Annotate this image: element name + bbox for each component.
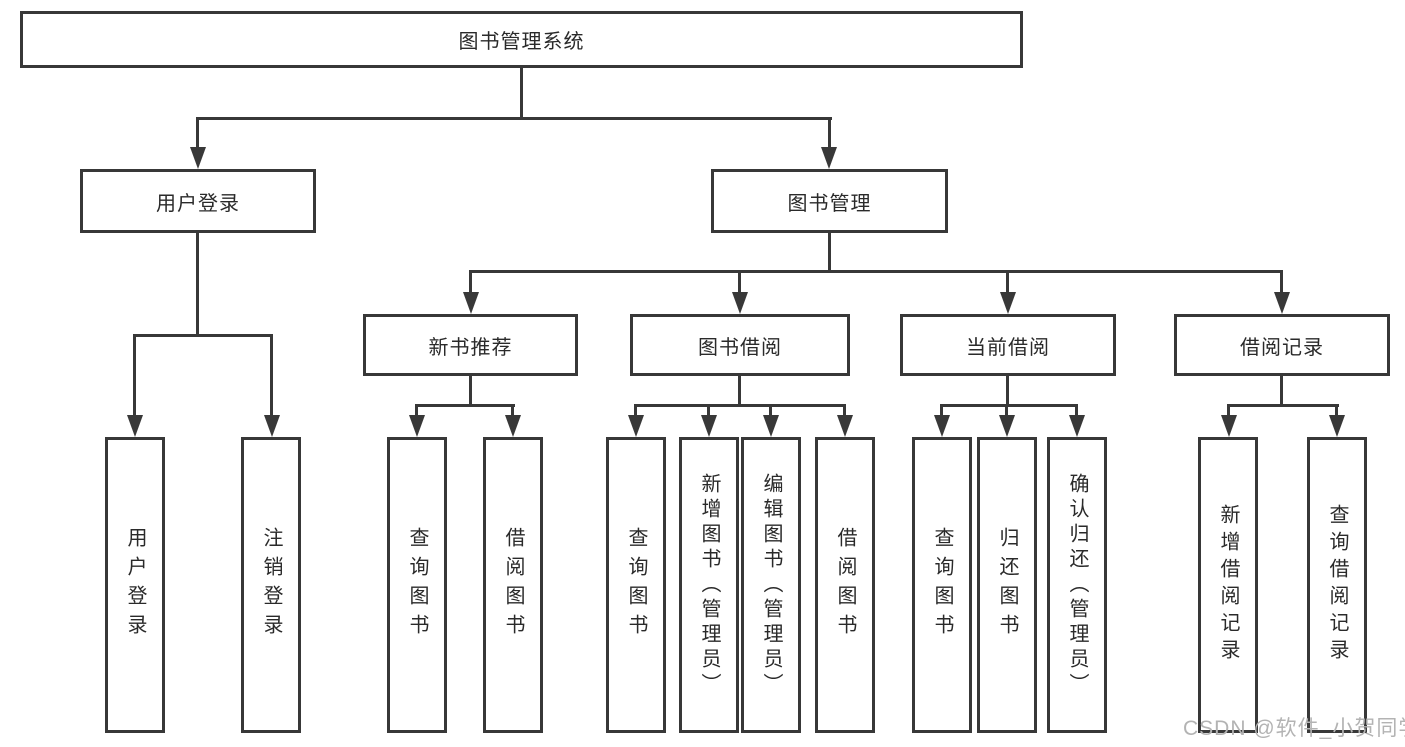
node-leaf-logout: 注销登录 bbox=[241, 437, 301, 733]
arrow-down-icon bbox=[463, 292, 479, 314]
arrow-down-icon bbox=[1000, 292, 1016, 314]
arrow-down-icon bbox=[409, 415, 425, 437]
connector-leaf-stem bbox=[769, 404, 772, 418]
node-leaf-cb-return-books-label: 归还图书 bbox=[996, 527, 1018, 643]
arrow-down-icon bbox=[190, 147, 206, 169]
node-leaf-cb-return-books: 归还图书 bbox=[977, 437, 1037, 733]
connector-leaf-stem bbox=[1005, 404, 1008, 418]
connector-leaf-stem bbox=[1335, 404, 1338, 418]
node-current-borrowing-label: 当前借阅 bbox=[966, 336, 1050, 359]
node-leaf-rec-borrow-books: 借阅图书 bbox=[483, 437, 543, 733]
node-leaf-bb-query-books-label: 查询图书 bbox=[625, 527, 647, 643]
csdn-watermark: CSDN @软件_小贺同学 bbox=[1183, 717, 1405, 740]
node-new-book-recommend: 新书推荐 bbox=[363, 314, 578, 376]
connector-leaf-stem bbox=[1075, 404, 1078, 418]
connector-level3-stem bbox=[469, 270, 472, 296]
node-book-borrowing: 图书借阅 bbox=[630, 314, 850, 376]
connector-recommend-bar bbox=[415, 404, 515, 407]
node-borrowing-records: 借阅记录 bbox=[1174, 314, 1390, 376]
node-leaf-bb-borrow-books: 借阅图书 bbox=[815, 437, 875, 733]
arrow-down-icon bbox=[837, 415, 853, 437]
arrow-down-icon bbox=[701, 415, 717, 437]
node-leaf-rec-query-books-label: 查询图书 bbox=[406, 527, 428, 643]
connector-user-login-down bbox=[196, 233, 199, 337]
node-borrowing-records-label: 借阅记录 bbox=[1240, 336, 1324, 359]
connector-current-down bbox=[1006, 376, 1009, 407]
node-book-borrowing-label: 图书借阅 bbox=[698, 336, 782, 359]
node-leaf-cb-confirm-return: 确认归还（管理员） bbox=[1047, 437, 1107, 733]
node-user-login-label: 用户登录 bbox=[156, 192, 240, 215]
arrow-down-icon bbox=[1069, 415, 1085, 437]
arrow-down-icon bbox=[1221, 415, 1237, 437]
node-new-book-recommend-label: 新书推荐 bbox=[428, 336, 513, 359]
connector-level2-bar bbox=[196, 117, 832, 120]
node-leaf-cb-query-books: 查询图书 bbox=[912, 437, 972, 733]
connector-records-bar bbox=[1227, 404, 1339, 407]
node-leaf-br-add-record: 新增借阅记录 bbox=[1198, 437, 1258, 733]
arrow-down-icon bbox=[934, 415, 950, 437]
connector-leaf-stem bbox=[940, 404, 943, 418]
connector-leaf-stem bbox=[707, 404, 710, 418]
node-leaf-bb-edit-books: 编辑图书（管理员） bbox=[741, 437, 801, 733]
connector-level3-stem bbox=[1280, 270, 1283, 296]
connector-level3-stem bbox=[738, 270, 741, 296]
connector-level3-bar bbox=[469, 270, 1283, 273]
arrow-down-icon bbox=[763, 415, 779, 437]
connector-book-mgmt-stem bbox=[828, 117, 831, 149]
node-leaf-br-add-record-label: 新增借阅记录 bbox=[1217, 504, 1239, 666]
connector-leaf-stem bbox=[634, 404, 637, 418]
node-leaf-logout-label: 注销登录 bbox=[260, 527, 282, 643]
node-leaf-cb-query-books-label: 查询图书 bbox=[931, 527, 953, 643]
arrow-down-icon bbox=[127, 415, 143, 437]
node-leaf-user-login: 用户登录 bbox=[105, 437, 165, 733]
arrow-down-icon bbox=[732, 292, 748, 314]
connector-leaf-stem bbox=[1227, 404, 1230, 418]
connector-user-login-bar bbox=[133, 334, 273, 337]
arrow-down-icon bbox=[628, 415, 644, 437]
node-book-management-label: 图书管理 bbox=[787, 192, 872, 215]
node-book-management: 图书管理 bbox=[711, 169, 948, 233]
node-leaf-rec-query-books: 查询图书 bbox=[387, 437, 447, 733]
node-current-borrowing: 当前借阅 bbox=[900, 314, 1116, 376]
connector-borrowing-down bbox=[738, 376, 741, 407]
arrow-down-icon bbox=[1274, 292, 1290, 314]
connector-current-bar bbox=[940, 404, 1078, 407]
node-leaf-bb-edit-books-label: 编辑图书（管理员） bbox=[760, 472, 782, 698]
connector-user-login-stem bbox=[196, 117, 199, 149]
node-leaf-bb-add-books-label: 新增图书（管理员） bbox=[698, 472, 720, 698]
connector-root-stem bbox=[520, 66, 523, 118]
node-leaf-cb-confirm-return-label: 确认归还（管理员） bbox=[1066, 472, 1088, 698]
node-leaf-br-query-record-label: 查询借阅记录 bbox=[1326, 504, 1348, 666]
connector-leaf-stem bbox=[511, 404, 514, 418]
connector-recommend-down bbox=[469, 376, 472, 407]
connector-level3-stem bbox=[1006, 270, 1009, 296]
node-root-system: 图书管理系统 bbox=[20, 11, 1023, 68]
arrow-down-icon bbox=[505, 415, 521, 437]
arrow-down-icon bbox=[821, 147, 837, 169]
arrow-down-icon bbox=[264, 415, 280, 437]
arrow-down-icon bbox=[1329, 415, 1345, 437]
node-leaf-bb-add-books: 新增图书（管理员） bbox=[679, 437, 739, 733]
arrow-down-icon bbox=[999, 415, 1015, 437]
node-leaf-br-query-record: 查询借阅记录 bbox=[1307, 437, 1367, 733]
node-leaf-bb-borrow-books-label: 借阅图书 bbox=[834, 527, 856, 643]
node-user-login: 用户登录 bbox=[80, 169, 316, 233]
node-leaf-rec-borrow-books-label: 借阅图书 bbox=[502, 527, 524, 643]
connector-leaf-stem bbox=[133, 334, 136, 417]
connector-leaf-stem bbox=[270, 334, 273, 417]
connector-leaf-stem bbox=[843, 404, 846, 418]
connector-leaf-stem bbox=[415, 404, 418, 418]
node-leaf-user-login-label: 用户登录 bbox=[124, 527, 146, 643]
node-leaf-bb-query-books: 查询图书 bbox=[606, 437, 666, 733]
node-root-system-label: 图书管理系统 bbox=[458, 31, 585, 53]
connector-borrowing-bar bbox=[634, 404, 846, 407]
connector-book-mgmt-down bbox=[828, 233, 831, 273]
connector-records-down bbox=[1280, 376, 1283, 407]
